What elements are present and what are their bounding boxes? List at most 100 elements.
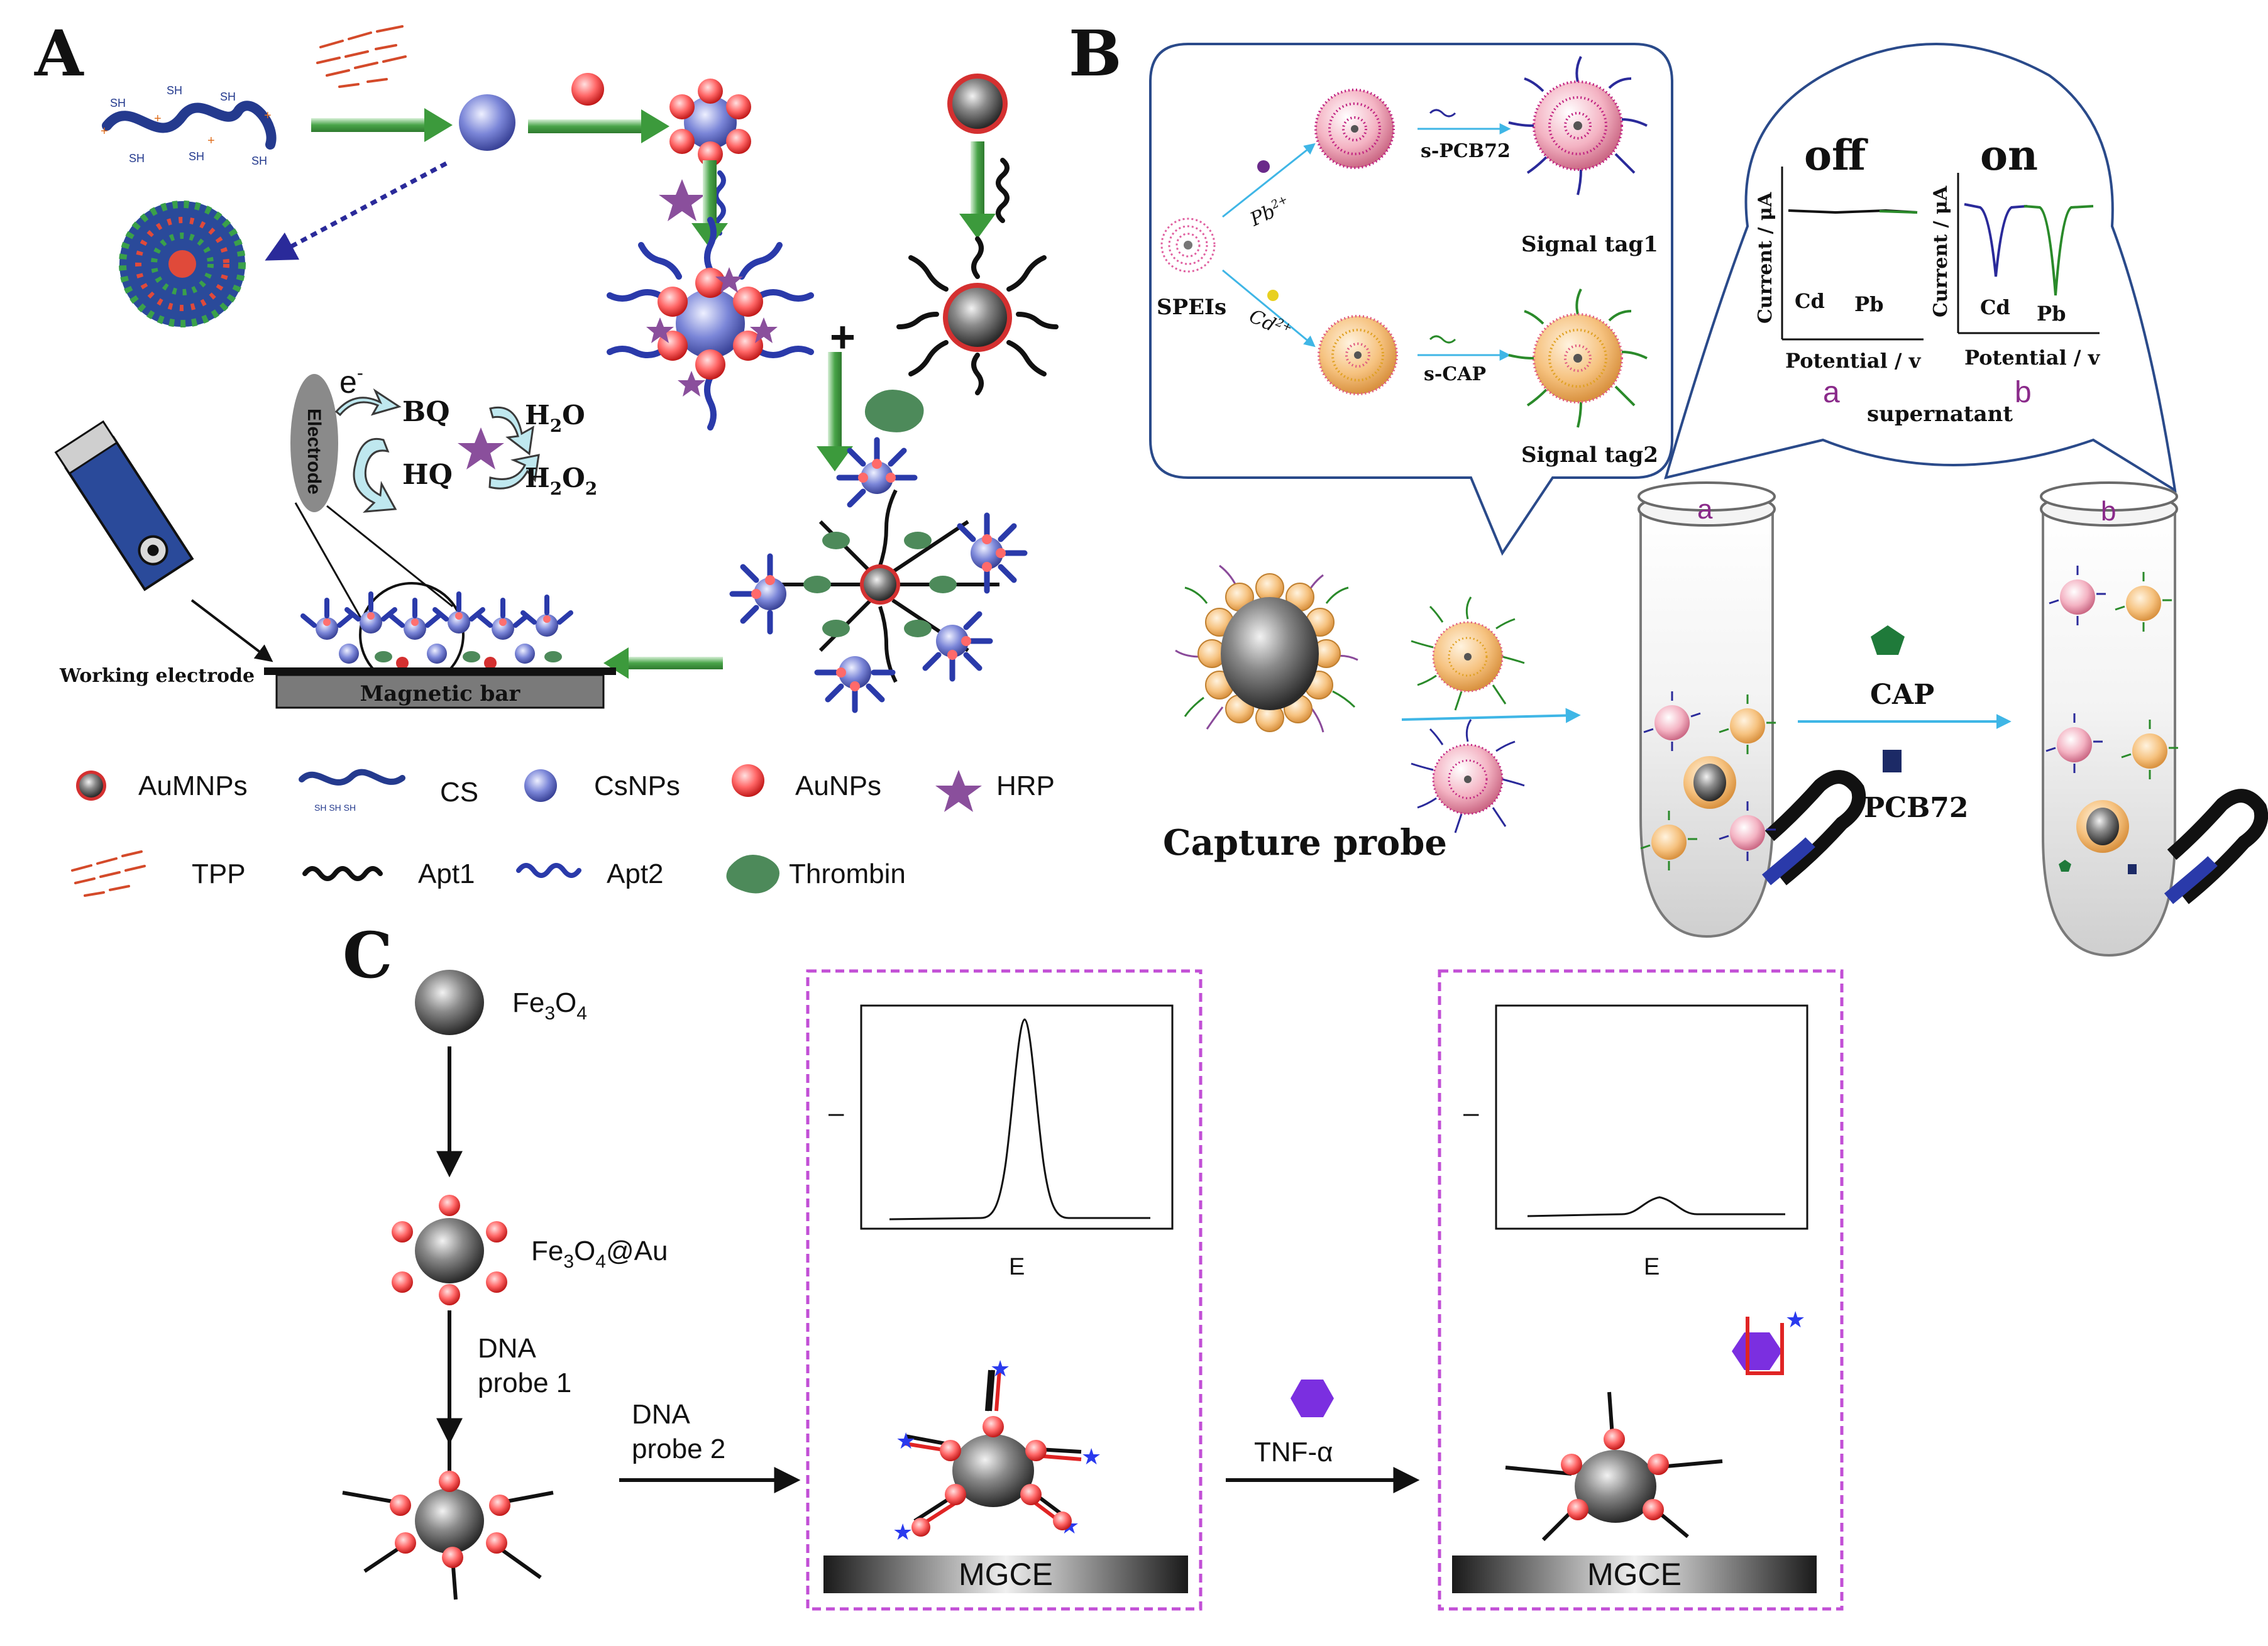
apt2-strand xyxy=(713,170,726,236)
surface-flowers xyxy=(300,591,573,669)
cap-label: CAP xyxy=(1870,679,1934,711)
plot-after-ylabel: – xyxy=(1463,1097,1479,1128)
cap-pentagon xyxy=(1871,625,1905,655)
svg-text:★: ★ xyxy=(1785,1307,1805,1332)
capture-probe-label: Capture probe xyxy=(1163,822,1447,864)
svg-text:★: ★ xyxy=(1081,1444,1101,1469)
apt1-strand-top xyxy=(996,158,1010,223)
sub-b-label: b xyxy=(2015,376,2032,409)
svg-text:+: + xyxy=(207,134,215,148)
legend-aunps: AuNPs xyxy=(795,771,881,801)
electrode-ellipse: Electrode xyxy=(290,374,338,512)
after-particle xyxy=(1505,1391,1723,1542)
sub-a-label: a xyxy=(1823,376,1840,409)
arrow-a5 xyxy=(817,352,853,471)
off-y-label: Current / μA xyxy=(1754,192,1776,324)
legend-apt2: Apt2 xyxy=(607,859,664,889)
plot-after-trace xyxy=(1527,1196,1785,1217)
sandwich-complex xyxy=(761,489,999,683)
pb-ion xyxy=(1257,160,1270,173)
aumnp-apt1 xyxy=(896,236,1059,395)
mid-tag-pink xyxy=(1411,719,1525,833)
off-trace-green xyxy=(1879,210,1918,214)
svg-text:★: ★ xyxy=(893,1519,913,1545)
tnf-hexagon xyxy=(1291,1380,1334,1417)
panel-b: B SPEIs Pb2+ Cd2+ xyxy=(1069,16,2268,957)
bq-label: BQ xyxy=(402,396,450,428)
off-cd: Cd xyxy=(1795,289,1825,313)
flower-probes xyxy=(729,437,1028,713)
supernatant-label: supernatant xyxy=(1867,402,2013,427)
panel-c: C Fe3O4 Fe3O4@Au DNA probe 1 xyxy=(342,918,1844,1611)
off-x-label: Potential / v xyxy=(1785,349,1922,373)
arrow-a3 xyxy=(691,160,728,248)
working-electrode-label: Working electrode xyxy=(59,665,255,687)
zoom-line-2 xyxy=(326,505,453,608)
on-trace-cd xyxy=(1964,203,2028,277)
capture-probe xyxy=(1175,564,1358,733)
cd-loaded-particle xyxy=(1318,315,1398,395)
pb-loaded-particle xyxy=(1314,89,1395,169)
signal-tag-1 xyxy=(1508,56,1648,195)
dna-probe2-l1: DNA xyxy=(632,1399,691,1430)
dna-probe2-l2: probe 2 xyxy=(632,1434,725,1464)
legend-a: AuMNPs SH SH SH CS CsNPs AuNPs HRP TPP A… xyxy=(71,764,1055,897)
on-cd: Cd xyxy=(1980,295,2010,319)
aunp-small xyxy=(571,73,604,106)
fe3o4-au xyxy=(392,1195,507,1305)
mgce-label-1: MGCE xyxy=(959,1557,1053,1592)
cd-ion xyxy=(1267,290,1279,301)
tube-a-contents xyxy=(1640,691,1776,870)
svg-text:★: ★ xyxy=(990,1356,1010,1381)
s-pcb72-label: s-PCB72 xyxy=(1421,140,1511,162)
we-pointer xyxy=(190,599,273,662)
svg-text:SH: SH xyxy=(110,97,126,109)
plot-before-xlabel: E xyxy=(1009,1254,1025,1280)
thrombin-blob xyxy=(864,390,924,432)
csnp-aunp-cluster xyxy=(669,79,751,167)
svg-text:SH SH SH: SH SH SH xyxy=(314,803,356,813)
panel-a: A SH SH SH SH SH SH + + + + xyxy=(34,16,1059,897)
redox-arrows xyxy=(334,388,540,513)
s-cap-label: s-CAP xyxy=(1424,363,1486,385)
signal-probe-a xyxy=(607,217,814,431)
legend-cs: CS xyxy=(440,777,478,808)
signal-tag1-label: Signal tag1 xyxy=(1521,232,1658,257)
tpp-cluster xyxy=(316,25,407,88)
s-cap-strand xyxy=(1429,335,1456,344)
arrow-a2 xyxy=(528,109,669,143)
plot-before-frame xyxy=(860,1004,1174,1230)
pcb72-label: PCB72 xyxy=(1864,792,1969,824)
svg-text:SH: SH xyxy=(189,150,204,163)
fe3o4-sphere xyxy=(415,970,484,1035)
plot-after-xlabel: E xyxy=(1644,1254,1660,1280)
signal-tag-2 xyxy=(1508,288,1648,428)
mid-tag-orange xyxy=(1411,596,1525,711)
pcb72-square xyxy=(1883,750,1902,772)
released-complex: ★ xyxy=(1732,1307,1805,1375)
s-pcb72-strand xyxy=(1429,109,1456,118)
legend-csnps: CsNPs xyxy=(594,771,680,801)
magnetic-bar-label: Magnetic bar xyxy=(360,681,521,706)
arrow-a4 xyxy=(959,141,996,239)
svg-text:b: b xyxy=(2101,496,2116,527)
on-trace-pb xyxy=(2023,205,2094,296)
fe3o4-label: Fe3O4 xyxy=(512,987,587,1024)
svg-text:★: ★ xyxy=(896,1428,916,1454)
off-pb: Pb xyxy=(1854,292,1883,316)
dna-probe1-l1: DNA xyxy=(478,1333,537,1364)
h2o-label: H2O xyxy=(525,400,585,436)
svg-text:SH: SH xyxy=(251,155,267,167)
hrp-star xyxy=(659,179,705,221)
arrow-a1 xyxy=(311,108,453,142)
plot-after-frame xyxy=(1495,1004,1808,1230)
box-before xyxy=(806,969,1203,1611)
mgce-label-2: MGCE xyxy=(1587,1557,1682,1592)
hrp-star-center xyxy=(458,427,504,469)
svg-text:a: a xyxy=(1697,494,1713,525)
electrode-top-line xyxy=(264,667,616,675)
magnetic-bar xyxy=(275,674,605,709)
svg-text:SH: SH xyxy=(129,152,145,165)
legend-apt1: Apt1 xyxy=(418,859,475,889)
